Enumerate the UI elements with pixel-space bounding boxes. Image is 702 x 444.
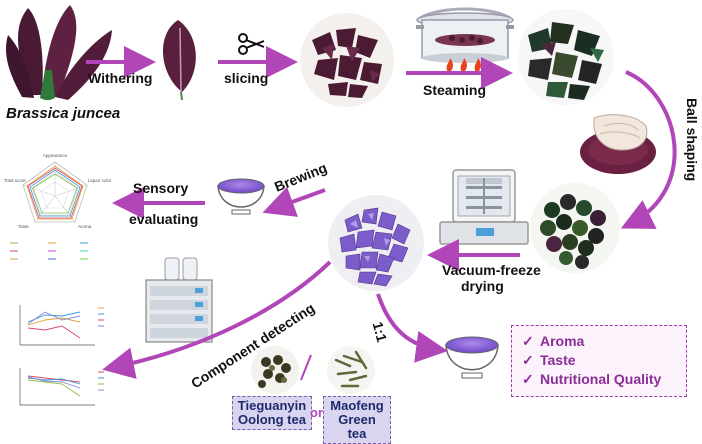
ball-shaping-label: Ball shaping — [684, 98, 700, 182]
or-divider — [300, 354, 312, 381]
process-arrows — [86, 46, 677, 379]
hplc-instrument-image — [145, 257, 213, 343]
svg-text:Total score: Total score — [4, 178, 26, 183]
final-tea-bowl — [445, 336, 499, 379]
steamer-image — [416, 7, 514, 72]
check-icon: ✓ — [522, 352, 534, 368]
scissors-icon — [238, 33, 265, 55]
slicing-label: slicing — [224, 70, 269, 86]
purple-tea-plate — [328, 195, 424, 291]
vacuum-freeze-label: Vacuum-freeze — [442, 262, 541, 278]
arrow-component — [102, 260, 332, 379]
freeze-dryer-image — [439, 169, 529, 245]
oolong-tea-box: Tieguanyin Oolong tea — [232, 396, 312, 430]
process-diagram: Appearance Liquor color Aroma Taste Tota… — [4, 5, 677, 406]
check-icon: ✓ — [522, 371, 534, 387]
sensory-label: Sensory — [133, 180, 189, 196]
svg-text:Taste: Taste — [18, 224, 29, 229]
quality-item-taste: ✓ Taste — [522, 351, 676, 370]
brewing-bowl — [217, 178, 265, 215]
green-tea-name: Maofeng — [330, 398, 384, 413]
brassica-plant-image — [5, 5, 112, 100]
green-tea-image — [327, 346, 375, 394]
drying-label: drying — [461, 278, 504, 294]
withering-label: Withering — [88, 70, 153, 86]
quality-item-label: Aroma — [540, 333, 585, 349]
oolong-tea-image — [251, 346, 299, 394]
single-leaf-image — [162, 20, 196, 101]
arrow-ball-shaping — [620, 70, 677, 229]
steaming-label: Steaming — [423, 82, 487, 98]
green-tea-box: Maofeng Green tea — [323, 396, 391, 444]
quality-item-label: Nutritional Quality — [540, 371, 662, 387]
svg-text:Aroma: Aroma — [78, 224, 92, 229]
check-icon: ✓ — [522, 333, 534, 349]
svg-text:Appearance: Appearance — [43, 153, 68, 158]
plant-name-label: Brassica juncea — [6, 105, 121, 122]
quality-item-label: Taste — [540, 352, 576, 368]
evaluating-label: evaluating — [129, 211, 199, 227]
oolong-tea-type: Oolong tea — [238, 412, 306, 427]
ball-shaping-image — [580, 114, 656, 174]
oolong-tea-name: Tieguanyin — [237, 398, 307, 413]
shaped-balls-image — [530, 183, 620, 273]
quality-item-nutrition: ✓ Nutritional Quality — [522, 370, 676, 389]
arrow-combine — [376, 293, 448, 363]
sensory-radar-chart: Appearance Liquor color Aroma Taste Tota… — [4, 153, 112, 260]
sliced-leaves-plate — [300, 13, 394, 107]
green-tea-type: Green tea — [338, 412, 376, 441]
svg-text:Liquor color: Liquor color — [88, 178, 112, 183]
component-line-chart-bottom — [19, 368, 104, 406]
arrow-brewing — [262, 186, 326, 217]
or-label: or — [310, 405, 323, 420]
steamed-leaves-image — [518, 9, 614, 105]
quality-item-aroma: ✓ Aroma — [522, 332, 676, 351]
quality-outcomes-box: ✓ Aroma ✓ Taste ✓ Nutritional Quality — [511, 325, 687, 397]
component-line-chart-top — [19, 305, 104, 346]
